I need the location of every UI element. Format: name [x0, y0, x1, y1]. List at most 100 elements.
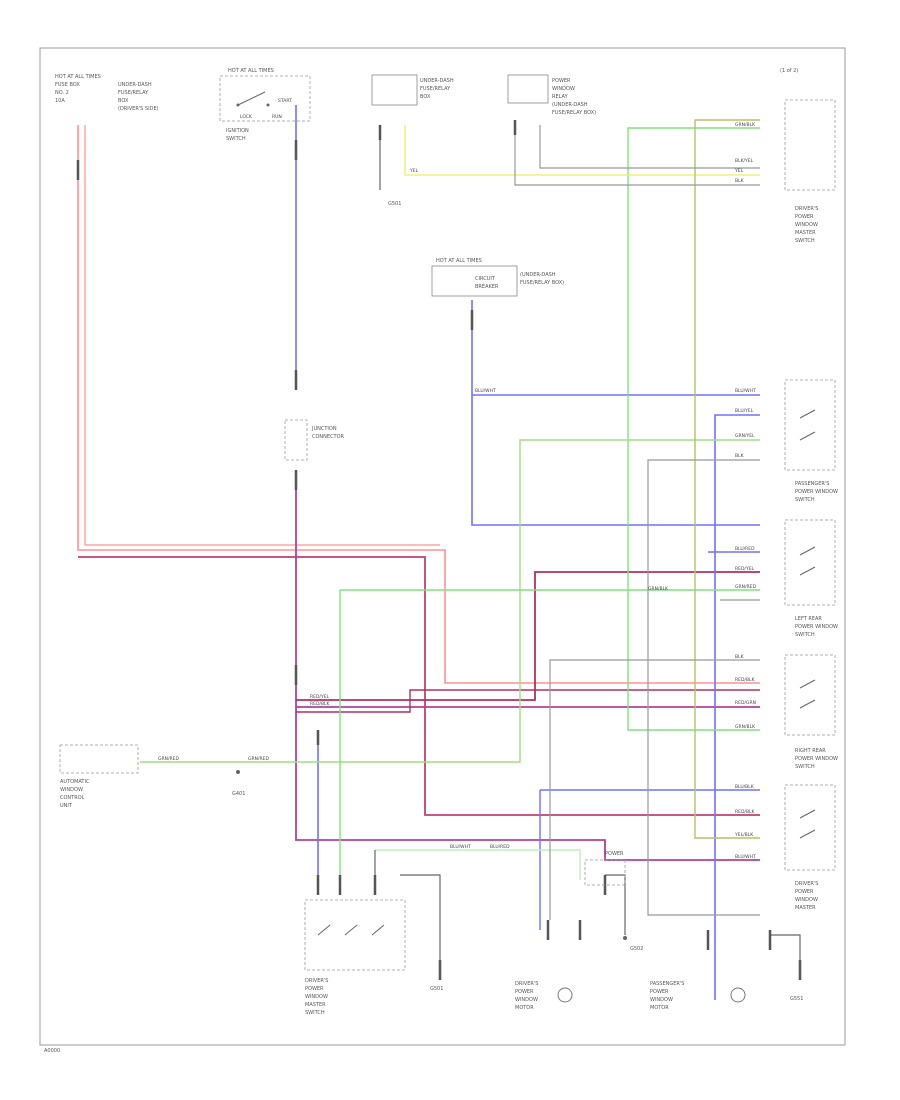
- svg-text:SWITCH: SWITCH: [795, 497, 815, 503]
- corner-code: (1 of 2): [780, 68, 798, 74]
- ignition-switch: HOT AT ALL TIMES IGNITION SWITCH LOCK RU…: [219, 68, 311, 142]
- svg-text:BLU/WHT: BLU/WHT: [450, 844, 471, 850]
- svg-text:IGNITION: IGNITION: [226, 128, 249, 134]
- svg-text:POWER: POWER: [795, 214, 814, 220]
- svg-text:BLU/BLK: BLU/BLK: [735, 784, 755, 790]
- svg-text:GRN/RED: GRN/RED: [158, 756, 179, 762]
- auto-window-control: AUTOMATIC WINDOW CONTROL UNIT G401: [59, 744, 245, 809]
- svg-text:NO. 2: NO. 2: [55, 90, 69, 96]
- wire-labels: GRN/BLK BLK/YEL YEL BLK BLU/WHT BLU/YEL …: [158, 122, 756, 860]
- svg-text:G501: G501: [388, 201, 401, 207]
- svg-text:BLK: BLK: [735, 178, 745, 184]
- svg-text:BLU/WHT: BLU/WHT: [475, 388, 496, 394]
- svg-text:RELAY: RELAY: [552, 94, 569, 100]
- wire-magenta-2: [296, 571, 760, 701]
- svg-text:PASSENGER'S: PASSENGER'S: [795, 481, 829, 487]
- svg-text:DRIVER'S: DRIVER'S: [305, 978, 328, 984]
- svg-text:BLK/YEL: BLK/YEL: [735, 158, 754, 164]
- under-dash-box: UNDER-DASH FUSE/RELAY BOX G501: [371, 74, 454, 207]
- svg-text:FUSE/RELAY: FUSE/RELAY: [118, 90, 149, 96]
- diagram-frame: [39, 47, 846, 1046]
- wire-green-5: [375, 849, 581, 880]
- svg-text:GRN/BLK: GRN/BLK: [735, 122, 756, 128]
- svg-text:BLU/RED: BLU/RED: [490, 844, 510, 850]
- svg-text:GRN/BLK: GRN/BLK: [735, 724, 756, 730]
- g551-ground: G551: [790, 996, 803, 1002]
- svg-text:RED/YEL: RED/YEL: [310, 694, 330, 700]
- svg-text:POWER WINDOW: POWER WINDOW: [795, 624, 838, 630]
- wire-gray-3: [514, 125, 760, 186]
- svg-text:MASTER: MASTER: [305, 1002, 326, 1008]
- svg-text:GRN/RED: GRN/RED: [735, 584, 756, 590]
- wire-darkred-1: [78, 556, 760, 816]
- master-switch-bottom: DRIVER'S POWER WINDOW MASTER SWITCH: [304, 899, 406, 1016]
- svg-text:BLU/WHT: BLU/WHT: [735, 854, 756, 860]
- svg-text:POWER: POWER: [795, 889, 814, 895]
- svg-text:DRIVER'S: DRIVER'S: [795, 881, 818, 887]
- svg-text:RED/BLK: RED/BLK: [735, 677, 756, 683]
- svg-text:UNDER-DASH: UNDER-DASH: [118, 82, 152, 88]
- svg-text:G551: G551: [790, 996, 803, 1002]
- left-rear-switch: LEFT REAR POWER WINDOW SWITCH: [784, 519, 838, 638]
- right-rear-switch: RIGHT REAR POWER WINDOW SWITCH: [784, 654, 838, 770]
- g502-ground: G502: [623, 936, 643, 952]
- svg-text:FUSE/RELAY BOX): FUSE/RELAY BOX): [552, 110, 596, 116]
- wire-red-second: [84, 125, 440, 546]
- wire-olive-1: [694, 119, 760, 839]
- wire-blue-cb: [471, 300, 760, 526]
- wire-green-2: [140, 439, 760, 763]
- svg-text:BOX: BOX: [118, 98, 129, 104]
- svg-text:WINDOW: WINDOW: [795, 897, 818, 903]
- wire-red-main: [77, 125, 760, 684]
- svg-text:FUSE BOX: FUSE BOX: [55, 82, 80, 88]
- svg-text:PASSENGER'S: PASSENGER'S: [650, 981, 684, 987]
- svg-text:BLU/YEL: BLU/YEL: [735, 408, 754, 414]
- svg-text:HOT AT ALL TIMES: HOT AT ALL TIMES: [55, 74, 101, 80]
- svg-text:CIRCUIT: CIRCUIT: [475, 276, 496, 282]
- svg-text:HOT AT ALL TIMES: HOT AT ALL TIMES: [436, 258, 482, 264]
- svg-text:UNDER-DASH: UNDER-DASH: [420, 78, 454, 84]
- svg-text:AUTOMATIC: AUTOMATIC: [60, 779, 90, 785]
- svg-text:BLU/WHT: BLU/WHT: [735, 388, 756, 394]
- circuit-breaker: HOT AT ALL TIMES CIRCUIT BREAKER (UNDER-…: [431, 258, 564, 297]
- driver-master-switch: DRIVER'S POWER WINDOW MASTER SWITCH: [784, 99, 836, 244]
- wire-magenta-4: [296, 689, 760, 713]
- power-window-diode: POWER: [584, 851, 626, 886]
- svg-text:POWER WINDOW: POWER WINDOW: [795, 489, 838, 495]
- wire-green-1: [627, 127, 760, 731]
- svg-text:POWER: POWER: [515, 989, 534, 995]
- svg-text:RUN: RUN: [272, 114, 282, 120]
- svg-text:SWITCH: SWITCH: [795, 632, 815, 638]
- svg-text:MOTOR: MOTOR: [515, 1005, 534, 1011]
- svg-text:GRN/YEL: GRN/YEL: [735, 433, 755, 439]
- wire-black-5: [770, 934, 801, 980]
- svg-text:SWITCH: SWITCH: [795, 238, 815, 244]
- svg-text:SWITCH: SWITCH: [226, 136, 246, 142]
- svg-text:YEL/BLK: YEL/BLK: [734, 832, 754, 838]
- svg-text:POWER: POWER: [650, 989, 669, 995]
- wire-black-4: [605, 874, 626, 935]
- svg-text:WINDOW: WINDOW: [650, 997, 673, 1003]
- svg-text:MOTOR: MOTOR: [650, 1005, 669, 1011]
- svg-text:POWER: POWER: [605, 851, 624, 857]
- svg-text:POWER: POWER: [305, 986, 324, 992]
- svg-text:GRN/RED: GRN/RED: [248, 756, 269, 762]
- svg-text:LEFT REAR: LEFT REAR: [795, 616, 822, 622]
- svg-text:BLK: BLK: [735, 453, 745, 459]
- driver-switch-right: DRIVER'S POWER WINDOW MASTER: [784, 784, 836, 911]
- g501-ground: G501: [430, 986, 443, 992]
- wire-gray-2: [549, 659, 760, 920]
- svg-text:BOX: BOX: [420, 94, 431, 100]
- svg-text:RED/BLK: RED/BLK: [310, 701, 331, 707]
- wire-gray-4: [539, 125, 760, 169]
- footer-code: A0000: [44, 1048, 60, 1054]
- svg-text:BREAKER: BREAKER: [475, 284, 499, 290]
- wire-blue-right: [714, 414, 760, 1000]
- wire-magenta-main: [295, 470, 760, 861]
- svg-text:JUNCTION: JUNCTION: [311, 426, 337, 432]
- svg-text:WINDOW: WINDOW: [515, 997, 538, 1003]
- fuse-box-label: HOT AT ALL TIMES FUSE BOX NO. 2 10A UNDE…: [55, 74, 159, 112]
- driver-motor: DRIVER'S POWER WINDOW MOTOR: [515, 981, 573, 1011]
- passenger-switch-top: PASSENGER'S POWER WINDOW SWITCH: [784, 379, 838, 503]
